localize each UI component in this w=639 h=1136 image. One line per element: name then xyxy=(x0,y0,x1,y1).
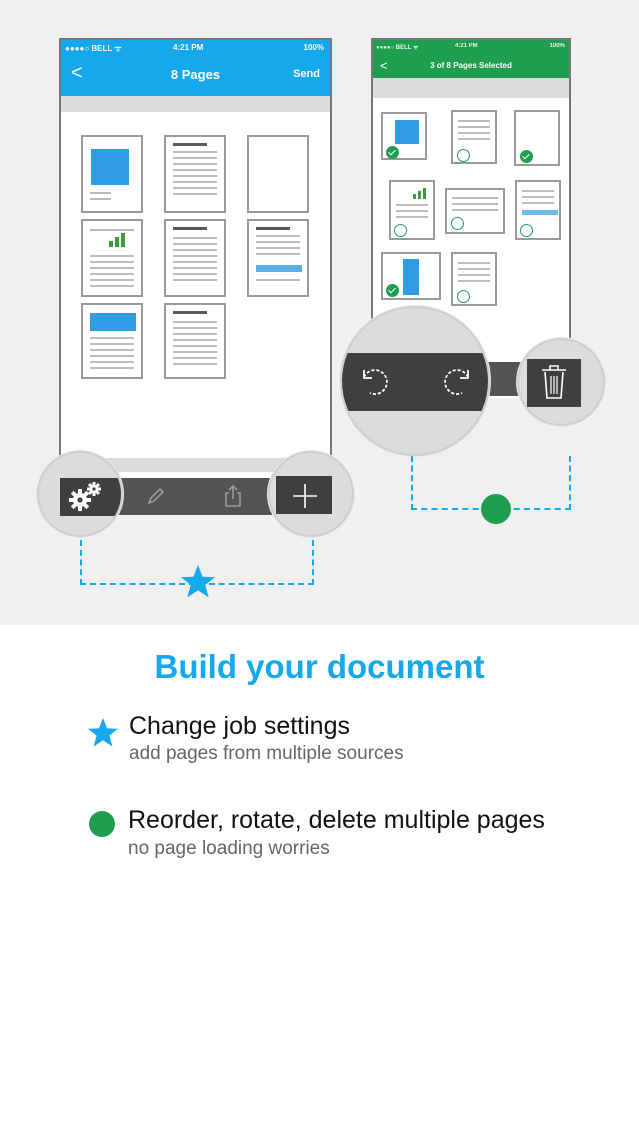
page-thumbnail[interactable] xyxy=(164,303,226,379)
phone-pages-view: ●●●●○ BELL ᯤ 4:21 PM 100% < 8 Pages Send xyxy=(59,38,332,508)
share-icon[interactable] xyxy=(222,484,244,508)
add-pages-magnifier xyxy=(268,451,354,537)
feature-title-reorder: Reorder, rotate, delete multiple pages xyxy=(128,806,545,834)
status-carrier: ●●●●○ BELL ᯤ xyxy=(65,44,122,53)
star-icon xyxy=(87,717,119,747)
plus-icon[interactable] xyxy=(292,483,318,509)
feature-subtitle-reorder: no page loading worries xyxy=(128,838,330,859)
page-thumbnail-selected[interactable] xyxy=(381,252,441,300)
delete-magnifier xyxy=(517,338,605,426)
page-thumbnail[interactable] xyxy=(81,135,143,213)
feature-subtitle-settings: add pages from multiple sources xyxy=(129,743,404,764)
rotate-magnifier xyxy=(340,306,490,456)
circle-icon xyxy=(481,494,511,524)
trash-icon[interactable] xyxy=(541,364,567,400)
page-thumbnail[interactable] xyxy=(81,303,143,379)
illustration-area: ●●●●○ BELL ᯤ 4:21 PM 100% < 8 Pages Send xyxy=(0,0,639,625)
settings-magnifier xyxy=(37,451,123,537)
page-thumbnail[interactable] xyxy=(515,180,561,240)
page-thumbnail[interactable] xyxy=(81,219,143,297)
section-heading: Build your document xyxy=(154,648,485,685)
page-thumbnail-selected[interactable] xyxy=(381,112,427,160)
selection-title: 3 of 8 Pages Selected xyxy=(430,61,512,70)
page-thumbnail[interactable] xyxy=(451,110,497,164)
status-bar: ●●●●○ BELL ᯤ 4:21 PM 100% xyxy=(61,40,330,56)
page-thumbnail[interactable] xyxy=(247,219,309,297)
page-thumbnail[interactable] xyxy=(247,135,309,213)
star-icon xyxy=(181,565,215,598)
nav-bar: ●●●●○ BELL ᯤ 4:21 PM 100% < 8 Pages Send xyxy=(61,40,330,96)
page-thumbnail[interactable] xyxy=(451,252,497,306)
back-button[interactable]: < xyxy=(71,62,83,84)
page-thumbnail-selected[interactable] xyxy=(514,110,560,166)
circle-icon xyxy=(89,811,115,837)
status-carrier: ●●●●○ BELL ᯤ xyxy=(376,45,419,51)
page-title: 8 Pages xyxy=(170,67,221,82)
feature-title-settings: Change job settings xyxy=(129,712,350,740)
status-time: 4:21 PM xyxy=(455,43,478,49)
gray-strip xyxy=(61,96,330,112)
back-button[interactable]: < xyxy=(380,58,388,73)
nav-bar-selected: ●●●●○ BELL ᯤ 4:21 PM 100% < 3 of 8 Pages… xyxy=(373,40,569,78)
status-bar: ●●●●○ BELL ᯤ 4:21 PM 100% xyxy=(373,40,569,56)
send-button[interactable]: Send xyxy=(293,68,320,80)
page-thumbnail[interactable] xyxy=(445,188,505,234)
page-thumbnail[interactable] xyxy=(389,180,435,240)
page-thumbnail[interactable] xyxy=(164,219,226,297)
gear-icon[interactable] xyxy=(68,480,104,514)
rotate-left-icon[interactable] xyxy=(358,365,392,399)
page-thumbnail[interactable] xyxy=(164,135,226,213)
status-time: 4:21 PM xyxy=(173,43,204,52)
status-battery: 100% xyxy=(303,43,324,52)
rotate-right-icon[interactable] xyxy=(440,365,474,399)
gray-strip xyxy=(373,78,569,98)
toolbar-strip xyxy=(61,458,330,472)
status-battery: 100% xyxy=(549,43,565,49)
pencil-icon[interactable] xyxy=(146,486,166,506)
